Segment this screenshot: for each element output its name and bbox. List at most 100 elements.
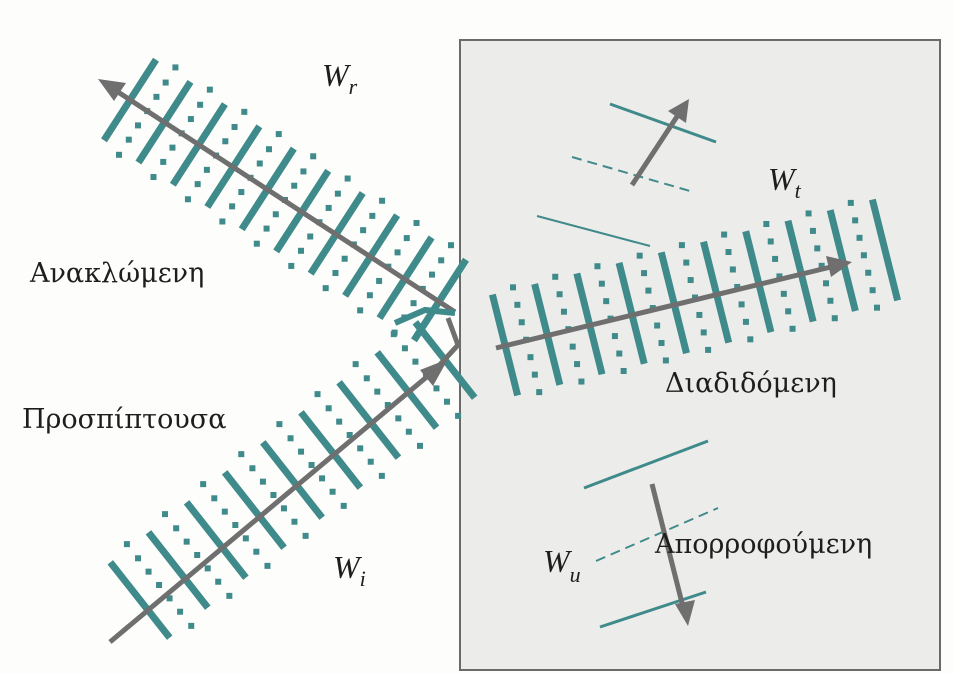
wavefront-dot (249, 465, 256, 472)
wavefront-dot (416, 442, 423, 449)
wavefront-dot (215, 578, 222, 585)
wavefront-dot (308, 462, 315, 468)
wavefront-dot (302, 532, 309, 539)
wavefront-dot (856, 234, 863, 241)
wavefront-dot (363, 375, 370, 382)
wavefront-dot (767, 238, 774, 245)
wavefront-dot (263, 225, 270, 232)
wavefront-dot (831, 315, 838, 322)
wavefront-dot (394, 249, 401, 256)
wavefront-dot (264, 562, 271, 569)
wavefront-dot (298, 247, 305, 254)
wavefront-dot (265, 146, 272, 153)
wavefront-dot (616, 350, 623, 357)
symbol-reflected: Wr (322, 57, 358, 99)
wavefront-dot (729, 266, 736, 273)
reflected-arrow (98, 79, 457, 315)
wavefront-dot (654, 322, 661, 329)
wavefront-dot (291, 182, 298, 189)
label-absorbed: Απορροφούμενη (654, 529, 872, 560)
wavefront-dot (678, 242, 685, 249)
wavefront-dot (184, 196, 191, 203)
wavefront-dot (241, 108, 248, 115)
wavefront-dot (346, 432, 353, 438)
wavefront-dot (734, 283, 741, 290)
wavefront-dot (620, 367, 627, 374)
wavefront-dot (823, 280, 830, 287)
wavefront-dot (183, 538, 190, 545)
wavefront-dot (376, 277, 383, 284)
wavefront-dot (332, 270, 339, 277)
interface-junction (393, 306, 461, 372)
wavefront-dot (366, 292, 373, 299)
wavefront-dot (352, 361, 359, 368)
wavefront-dot (145, 568, 152, 575)
wavefront-bar (260, 440, 325, 520)
wavefront-dot (391, 329, 398, 336)
wavefront-dot (211, 495, 218, 502)
wavefront-dot (814, 245, 821, 252)
wavefront-dot (291, 518, 298, 525)
wavefront-dot (401, 345, 408, 352)
wavefront-dot (428, 271, 435, 278)
wavefront-dot (705, 346, 712, 353)
label-reflected: Ανακλώμενη (29, 258, 204, 289)
wavefront-dot (357, 445, 364, 452)
wavefront-dot (272, 211, 279, 218)
wavefront-dot (219, 218, 226, 225)
wavefront-dot (166, 595, 173, 602)
wavefront-dot (162, 511, 169, 518)
wavefront-dot (805, 210, 812, 217)
wavefront-dot (403, 235, 410, 242)
wavefront-dot (869, 287, 876, 294)
wavefront-dot (150, 174, 157, 181)
wavefront-dot (177, 608, 184, 615)
wavefront-dot (357, 307, 364, 314)
incident-arrow (108, 359, 448, 644)
wavefront-bar (145, 530, 211, 610)
wavefront-dot (298, 448, 305, 455)
wavefront-dot (256, 160, 263, 167)
wavefront-dot (413, 219, 420, 226)
wavefront-dot (873, 304, 880, 311)
wavefront-dot (231, 123, 238, 130)
wavefront-dot (776, 273, 783, 280)
wavefront-dot (560, 308, 567, 315)
wavefront-dot (280, 505, 287, 512)
wavefront-dot (687, 277, 694, 284)
symbol-transmitted: Wt (768, 161, 802, 203)
wavefront-dot (307, 233, 314, 240)
wavefront-dot (455, 412, 462, 419)
wavefront-bar (868, 198, 902, 302)
wavefront-dot (206, 86, 213, 93)
wavefront-dot (662, 357, 669, 364)
wavefront-dot (721, 231, 728, 238)
wavefront-dot (341, 255, 348, 262)
wavefront-dot (322, 285, 329, 292)
wavefront-dot (226, 592, 233, 599)
wavefront-dot (287, 435, 294, 442)
wavefront-dot (156, 582, 163, 588)
wavefront-dot (809, 227, 816, 234)
wavefront-dot (578, 378, 585, 385)
wavefront-dot (785, 308, 792, 315)
wavefront-dot (300, 168, 307, 175)
wavefront-dot (780, 290, 787, 297)
wavefront-dot (172, 64, 179, 71)
wavefront-dot (447, 242, 454, 249)
wavefront-dot (334, 190, 341, 197)
wavefront-dot (222, 138, 229, 145)
wavefront-dot (125, 136, 132, 143)
wavefront-dot (818, 262, 825, 269)
wavefront-dot (160, 158, 167, 165)
wavefront-dot (598, 280, 605, 287)
wavefront-dot (378, 472, 385, 479)
wavefront-bar (298, 410, 364, 490)
label-incident: Προσπίπτουσα (22, 404, 226, 435)
wavefront-dot (194, 552, 201, 558)
wavefront-dot (173, 525, 180, 532)
wavefront-dot (253, 548, 260, 555)
wavefront-dot (259, 478, 266, 485)
wavefront-dot (725, 249, 732, 256)
